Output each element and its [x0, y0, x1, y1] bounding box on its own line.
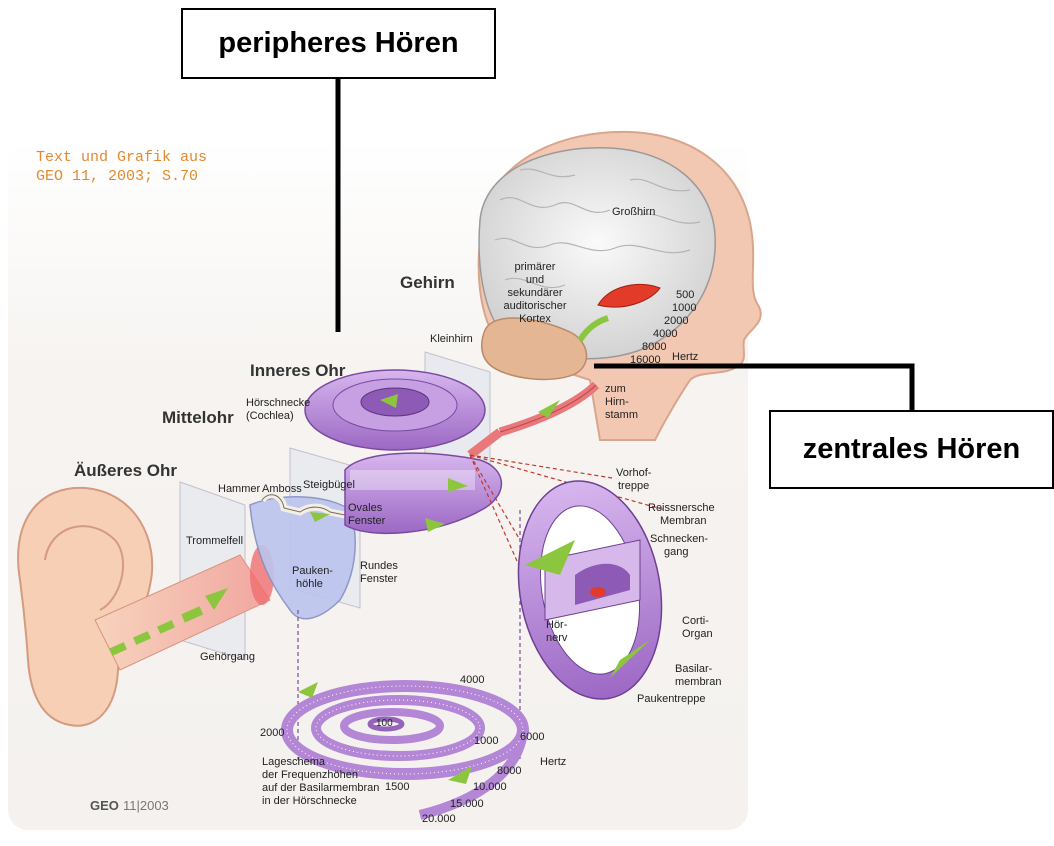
label-cochlea-2: (Cochlea) — [246, 410, 294, 422]
label-stirrup: Steigbügel — [303, 479, 355, 491]
credit-text: Text und Grafik aus GEO 11, 2003; S.70 — [36, 148, 207, 186]
label-round-2: Fenster — [360, 573, 398, 585]
label-freq-4000: 4000 — [653, 328, 677, 340]
label-duct-2: gang — [664, 546, 688, 558]
label-tympanic-2: höhle — [296, 578, 323, 590]
label-round-1: Rundes — [360, 560, 398, 572]
source-label: GEO — [90, 798, 119, 813]
label-tympani: Paukentreppe — [637, 693, 706, 705]
label-freq-8000: 8000 — [642, 341, 666, 353]
label-spiral-20000: 20.000 — [422, 813, 456, 825]
label-eardrum: Trommelfell — [186, 535, 243, 547]
label-cortex-1: primärer — [515, 261, 556, 273]
label-spiral-hertz: Hertz — [540, 756, 566, 768]
label-ear-canal: Gehörgang — [200, 651, 255, 663]
label-reissner-2: Membran — [660, 515, 706, 527]
callout-peripheral: peripheres Hören — [181, 8, 496, 79]
label-spiral-1500: 1500 — [385, 781, 409, 793]
label-spiral-8000: 8000 — [497, 765, 521, 777]
label-oval-1: Ovales — [348, 502, 383, 514]
label-nerve-1: Hör- — [546, 619, 568, 631]
spiral-caption-2: der Frequenzhöhen — [262, 769, 358, 781]
label-middle-ear: Mittelohr — [162, 408, 234, 427]
label-brain: Gehirn — [400, 273, 455, 292]
label-corti-2: Organ — [682, 628, 713, 640]
label-outer-ear: Äußeres Ohr — [74, 461, 177, 480]
label-spiral-100: 100 — [376, 718, 393, 729]
callout-central: zentrales Hören — [769, 410, 1054, 489]
credit-line-1: Text und Grafik aus — [36, 149, 207, 166]
label-spiral-6000: 6000 — [520, 731, 544, 743]
label-cerebellum: Kleinhirn — [430, 333, 473, 345]
spiral-caption-4: in der Hörschnecke — [262, 795, 357, 807]
label-freq-500: 500 — [676, 289, 694, 301]
label-reissner-1: Reissnersche — [648, 502, 715, 514]
label-spiral-1000: 1000 — [474, 735, 498, 747]
label-stem-3: stamm — [605, 409, 638, 421]
label-vestibuli-1: Vorhof- — [616, 467, 652, 479]
label-anvil: Amboss — [262, 483, 302, 495]
label-cortex-3: sekundärer — [507, 287, 562, 299]
spiral-caption-1: Lageschema — [262, 756, 326, 768]
label-spiral-2000: 2000 — [260, 727, 284, 739]
label-basilar-2: membran — [675, 676, 721, 688]
spiral-caption-3: auf der Basilarmembran — [262, 782, 379, 794]
label-freq-2000: 2000 — [664, 315, 688, 327]
label-cortex-5: Kortex — [519, 313, 551, 325]
source-issue: 11|2003 — [123, 798, 169, 813]
label-cochlea-1: Hörschnecke — [246, 397, 310, 409]
callout-central-text: zentrales Hören — [803, 433, 1021, 466]
label-brain-hertz: Hertz — [672, 351, 698, 363]
label-cortex-2: und — [526, 274, 544, 286]
label-vestibuli-2: treppe — [618, 480, 649, 492]
label-cortex-4: auditorischer — [504, 300, 567, 312]
label-basilar-1: Basilar- — [675, 663, 713, 675]
label-oval-2: Fenster — [348, 515, 386, 527]
label-stem-2: Hirn- — [605, 396, 629, 408]
label-inner-ear: Inneres Ohr — [250, 361, 346, 380]
label-tympanic-1: Pauken- — [292, 565, 333, 577]
label-duct-1: Schnecken- — [650, 533, 708, 545]
label-spiral-4000: 4000 — [460, 674, 484, 686]
callout-peripheral-text: peripheres Hören — [218, 27, 458, 60]
label-spiral-10000: 10.000 — [473, 781, 507, 793]
label-nerve-2: nerv — [546, 632, 568, 644]
label-freq-1000: 1000 — [672, 302, 696, 314]
label-corti-1: Corti- — [682, 615, 709, 627]
label-hammer: Hammer — [218, 483, 261, 495]
label-stem-1: zum — [605, 383, 626, 395]
credit-line-2: GEO 11, 2003; S.70 — [36, 168, 198, 185]
label-spiral-15000: 15.000 — [450, 798, 484, 810]
label-cerebrum: Großhirn — [612, 206, 655, 218]
